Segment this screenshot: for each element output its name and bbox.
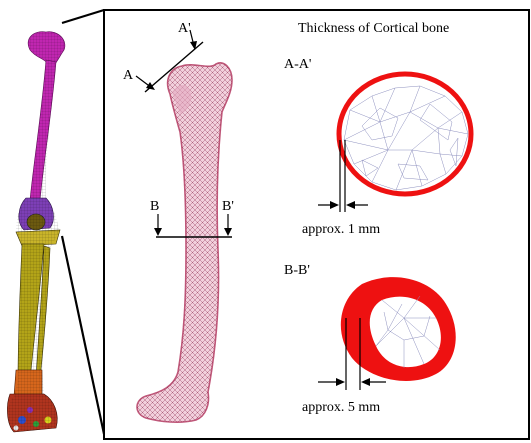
marker-b: B — [150, 199, 159, 214]
marker-b-prime: B' — [222, 199, 234, 214]
zoom-line-bottom — [62, 236, 104, 434]
cross-section-a — [339, 74, 471, 194]
figure-title: Thickness of Cortical bone — [298, 21, 449, 36]
thickness-label-a: approx. 1 mm — [302, 222, 380, 237]
section-label-b: B-B' — [284, 263, 310, 278]
cross-section-b — [341, 277, 456, 381]
thickness-label-b: approx. 5 mm — [302, 400, 380, 415]
full-leg-model — [7, 30, 68, 434]
section-label-a: A-A' — [284, 57, 311, 72]
zoom-line-top — [62, 10, 104, 23]
femur-mesh-model — [137, 63, 232, 422]
marker-a: A — [123, 68, 134, 83]
marker-a-prime: A' — [178, 21, 191, 36]
